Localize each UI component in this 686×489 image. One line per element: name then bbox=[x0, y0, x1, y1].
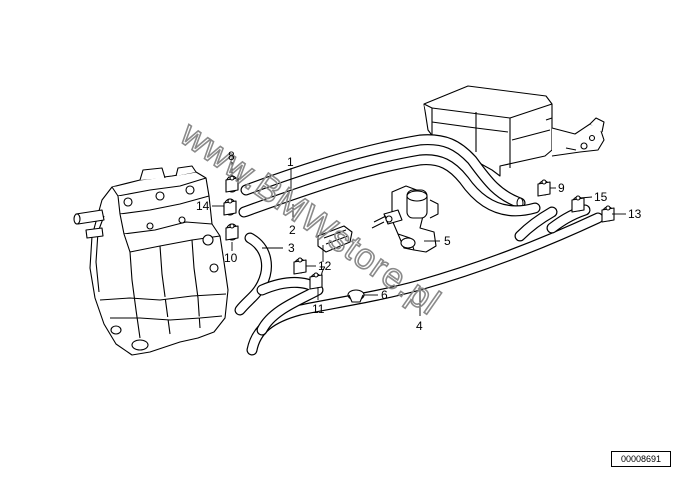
callout-12: 12 bbox=[318, 259, 332, 273]
hose-2 bbox=[244, 160, 535, 212]
clamp-12 bbox=[294, 258, 306, 274]
callout-5: 5 bbox=[444, 234, 451, 248]
callout-4: 4 bbox=[416, 319, 423, 333]
callout-14: 14 bbox=[196, 199, 210, 213]
clamp-8 bbox=[226, 176, 238, 192]
grommet bbox=[348, 290, 364, 302]
clamp-14 bbox=[224, 199, 236, 215]
hose-1 bbox=[246, 140, 523, 208]
heater-core bbox=[424, 86, 604, 176]
clamp-11 bbox=[310, 273, 322, 289]
callout-11: 11 bbox=[312, 302, 325, 316]
reference-number: 00008691 bbox=[611, 451, 671, 467]
callout-10: 10 bbox=[224, 251, 238, 265]
callout-3: 3 bbox=[288, 241, 295, 255]
callout-15: 15 bbox=[594, 190, 608, 204]
callout-13: 13 bbox=[628, 207, 642, 221]
callout-numbers: 1 2 3 4 5 6 7 8 9 10 11 12 13 14 15 bbox=[196, 149, 642, 333]
hose-clamps bbox=[224, 176, 614, 289]
callout-1: 1 bbox=[287, 155, 294, 169]
clamp-13 bbox=[602, 206, 614, 222]
clamp-10 bbox=[226, 224, 238, 240]
hose-3 bbox=[240, 238, 266, 310]
water-valve bbox=[372, 186, 438, 252]
hose-4 bbox=[252, 210, 598, 350]
clamp-15 bbox=[572, 196, 584, 212]
retainer-clip bbox=[318, 226, 352, 252]
callout-8: 8 bbox=[228, 149, 235, 163]
callout-9: 9 bbox=[558, 181, 565, 195]
engine-block bbox=[74, 166, 228, 355]
callout-2: 2 bbox=[289, 223, 296, 237]
leader-lines bbox=[212, 162, 626, 316]
callout-6: 6 bbox=[381, 288, 388, 302]
callout-7: 7 bbox=[319, 264, 326, 278]
clamp-9 bbox=[538, 180, 550, 196]
